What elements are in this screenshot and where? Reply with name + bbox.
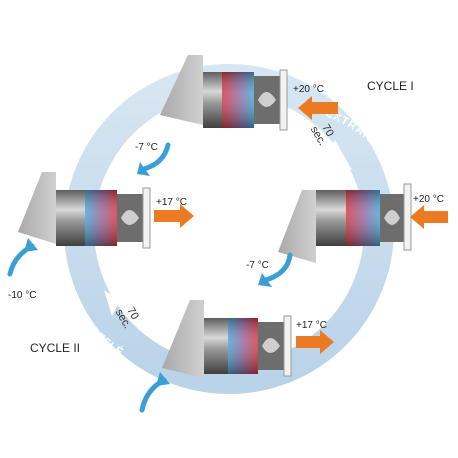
wall-section (18, 172, 56, 244)
ventilation-unit-right (278, 183, 412, 263)
wall-section (160, 55, 203, 125)
grille (279, 69, 288, 131)
temp-right-out: +20 °C (413, 194, 444, 205)
wall-section (278, 190, 316, 263)
temp-top-in: -7 °C (135, 142, 158, 153)
arrow-right-icon (296, 330, 334, 354)
curved-arrow-icon (141, 142, 171, 172)
ring-arrowhead-left (104, 290, 120, 316)
temp-bottom-out: +17 °C (296, 320, 327, 331)
duration-top-value: 70 (319, 122, 336, 139)
grille (403, 183, 412, 251)
cycle-2-label: CYCLE II (30, 341, 80, 355)
temp-left-in: -10 °C (8, 290, 36, 301)
temp-right-in: -7 °C (246, 260, 269, 271)
warm-arrows (154, 96, 448, 354)
wall-section (162, 300, 204, 378)
curved-arrow-icon (263, 252, 293, 283)
ring-arrowhead-right (325, 140, 352, 170)
arrow-right-icon (154, 204, 194, 228)
ventilation-unit-top (160, 55, 288, 131)
duration-bottom-value: 70 (124, 305, 141, 322)
cold-arrowheads (24, 162, 272, 386)
cycle-1-label: CYCLE I (367, 79, 414, 93)
arrow-left-icon (410, 205, 448, 229)
ventilation-unit-left (18, 172, 151, 249)
ventilation-unit-bottom (162, 300, 292, 378)
grille (283, 315, 292, 377)
grille (142, 187, 151, 249)
temp-top-out: +20 °C (293, 84, 324, 95)
arrow-left-icon (298, 96, 338, 120)
temp-left-out: +17 °C (156, 197, 187, 208)
